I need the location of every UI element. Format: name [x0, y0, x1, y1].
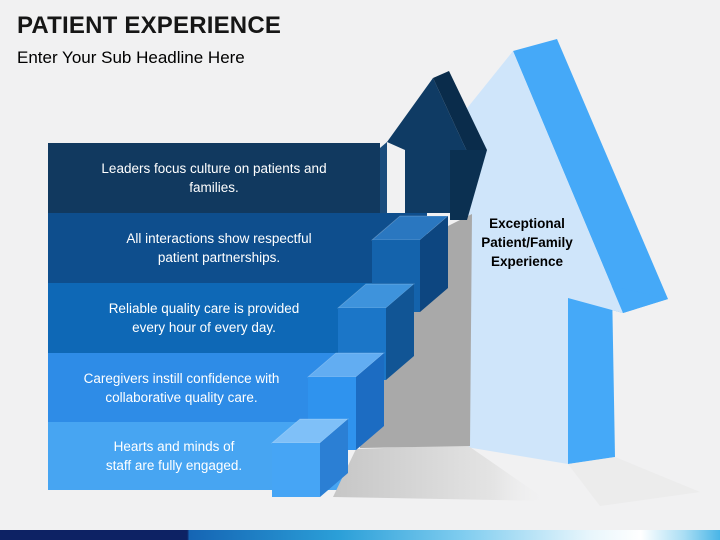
step-label-5-line-2: staff are fully engaged. — [105, 458, 243, 473]
step-label-5-line-1: Hearts and minds of — [113, 439, 235, 454]
step-label-2-line-2: patient partnerships. — [157, 250, 281, 265]
step-label-2-line-1: All interactions show respectful — [126, 231, 312, 246]
dark-arrow-left-edge — [380, 142, 387, 213]
step-band-2 — [48, 213, 427, 283]
slide-subtitle: Enter Your Sub Headline Here — [17, 48, 245, 67]
dark-arrow-shaft-side — [450, 150, 487, 220]
step-label-3: Reliable quality care is provided every … — [48, 283, 360, 353]
stair-cube-5 — [270, 418, 350, 497]
goal-arrow-face — [460, 51, 623, 464]
floor-shadow-right — [568, 457, 700, 506]
footer-accent-bar — [0, 530, 720, 540]
slide-title: PATIENT EXPERIENCE — [17, 12, 282, 39]
step-band-1 — [48, 143, 380, 213]
dark-arrow-face — [387, 78, 470, 213]
step-band-3 — [48, 283, 394, 353]
goal-label-line-3: Experience — [490, 254, 564, 269]
goal-label-line-1: Exceptional — [489, 216, 565, 231]
goal-label-line-2: Patient/Family — [481, 235, 573, 250]
step-label-3-line-1: Reliable quality care is provided — [108, 301, 300, 316]
step-label-1: Leaders focus culture on patients and fa… — [48, 143, 380, 213]
dark-arrow-head-side — [433, 71, 487, 158]
step-label-4-line-1: Caregivers instill confidence with — [83, 370, 280, 386]
step-label-3-line-2: every hour of every day. — [132, 320, 276, 335]
dark-arrow — [380, 71, 487, 220]
step-label-4: Caregivers instill confidence with colla… — [48, 353, 315, 422]
step-label-4-line-2: collaborative quality care. — [105, 389, 258, 405]
floor-shadow — [333, 445, 548, 501]
goal-arrow-edge-band — [513, 39, 668, 313]
goal-label: Exceptional Patient/Family Experience — [452, 214, 602, 271]
step-label-1-line-2: families. — [189, 180, 239, 195]
goal-arrow-shaft-side — [568, 286, 615, 464]
step-label-1-line-1: Leaders focus culture on patients and — [101, 161, 327, 176]
step-label-2: All interactions show respectful patient… — [48, 213, 390, 283]
goal-arrow — [460, 39, 668, 464]
step-label-5: Hearts and minds of staff are fully enga… — [48, 422, 300, 490]
